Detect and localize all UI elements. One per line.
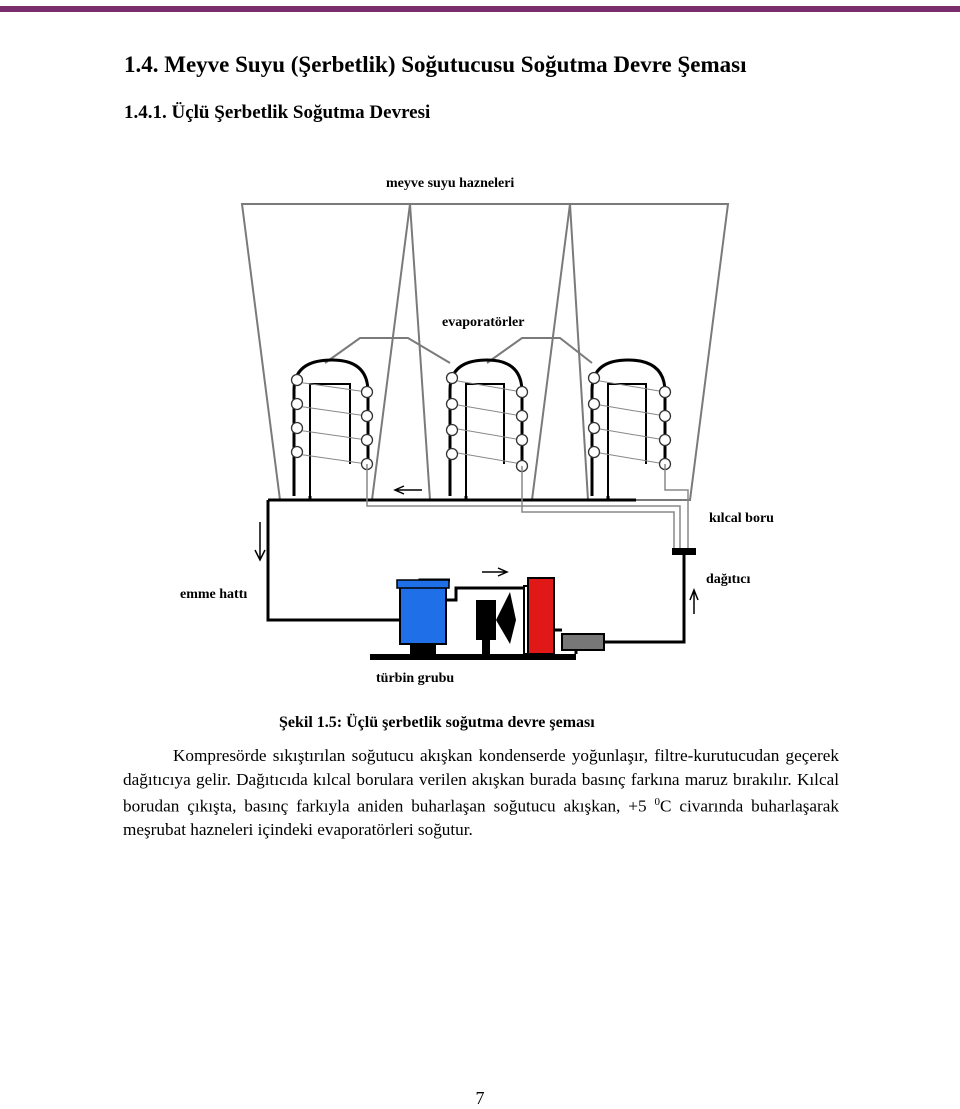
discharge-line <box>446 586 490 602</box>
page-number: 7 <box>475 1088 485 1108</box>
turbine-group <box>370 567 605 660</box>
body-paragraph: Kompresörde sıkıştırılan soğutucu akışka… <box>123 744 839 842</box>
evaporator-links <box>324 337 593 364</box>
distributor <box>672 548 696 555</box>
paragraph-text-2: C civarında buharlaşarak meşrubat haznel… <box>123 796 839 840</box>
juice-tanks <box>240 203 730 501</box>
evaporator-1 <box>290 358 374 496</box>
condenser <box>527 577 555 655</box>
tank-2 <box>408 203 572 501</box>
refrigeration-circuit-diagram: meyve suyu hazneleri evaporatörler kılca… <box>160 160 800 700</box>
tank-1 <box>240 203 412 501</box>
section-heading: 1.4. Meyve Suyu (Şerbetlik) Soğutucusu S… <box>124 52 747 77</box>
evaporator-coils <box>290 358 672 496</box>
liquid-line <box>578 555 686 644</box>
evaporators-label: evaporatörler <box>442 315 524 330</box>
capillary-tubes <box>366 464 689 550</box>
tank-3 <box>568 203 730 501</box>
discharge-arrow <box>482 567 509 577</box>
suction-line-label: emme hattı <box>180 587 247 602</box>
diagram-svg: meyve suyu hazneleri evaporatörler kılca… <box>180 176 774 686</box>
tanks-label: meyve suyu hazneleri <box>386 176 514 191</box>
top-border <box>0 6 960 12</box>
distributor-label: dağıtıcı <box>706 572 750 587</box>
figure-caption: Şekil 1.5: Üçlü şerbetlik soğutma devre … <box>279 714 595 731</box>
degree-superscript: 0 <box>654 796 660 808</box>
subsection-heading: 1.4.1. Üçlü Şerbetlik Soğutma Devresi <box>124 102 431 123</box>
fan-motor <box>476 600 496 640</box>
return-flow-arrow <box>393 485 422 495</box>
evaporator-2 <box>445 358 529 496</box>
evaporator-3 <box>587 358 672 496</box>
liquid-arrow <box>689 587 699 614</box>
suction-arrow <box>254 522 266 562</box>
turbine-group-label: türbin grubu <box>376 671 454 686</box>
capillary-label: kılcal boru <box>709 511 774 526</box>
filter-drier <box>561 633 605 651</box>
paragraph-text-1: Kompresörde sıkıştırılan soğutucu akışka… <box>123 746 839 816</box>
fan-blades <box>496 592 516 644</box>
compressor <box>399 583 447 645</box>
base-plate <box>370 654 576 660</box>
